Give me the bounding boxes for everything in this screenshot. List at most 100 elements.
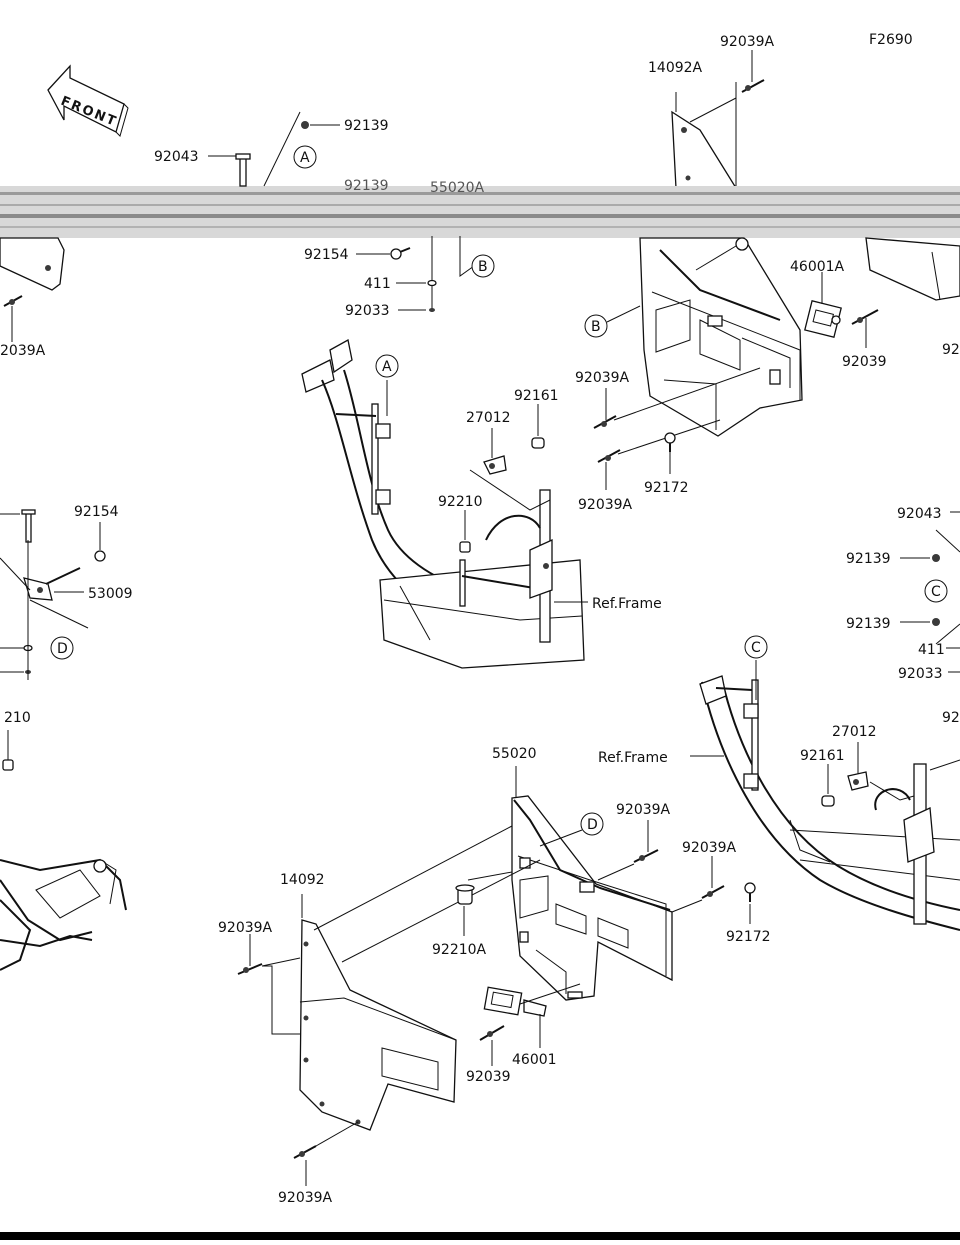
trim-panel-14092 bbox=[299, 919, 457, 1131]
pin-92039A-bot1 bbox=[633, 849, 659, 863]
callout-C bbox=[924, 579, 948, 603]
callout-C2 bbox=[744, 635, 768, 659]
nut-92033 bbox=[429, 308, 435, 312]
frame-left-lower bbox=[0, 858, 127, 971]
frame-center bbox=[301, 338, 585, 669]
label-92139-c2: 92139 bbox=[846, 616, 891, 632]
figure-code: F2690 bbox=[869, 32, 913, 48]
clip-27012 bbox=[483, 455, 507, 475]
label-92-right2: 92 bbox=[942, 710, 960, 726]
pin-92039 bbox=[851, 309, 879, 325]
callout-D-letter: D bbox=[57, 641, 68, 657]
label-92161: 92161 bbox=[514, 388, 559, 404]
label-2039A: 2039A bbox=[0, 343, 46, 359]
label-46001A: 46001A bbox=[790, 259, 845, 275]
clip-92172 bbox=[664, 432, 676, 452]
ref-frame-label: Ref.Frame bbox=[592, 596, 662, 612]
label-411: 411 bbox=[364, 276, 391, 292]
washer-411 bbox=[427, 279, 437, 287]
label-92154: 92154 bbox=[304, 247, 349, 263]
label-92039A-bot4: 92039A bbox=[278, 1190, 333, 1206]
scan-noise-band bbox=[0, 186, 960, 238]
pin-left bbox=[3, 295, 23, 307]
label-210: 210 bbox=[4, 710, 31, 726]
nut-92139 bbox=[301, 121, 309, 129]
label-92033: 92033 bbox=[345, 303, 390, 319]
pin-92039A-bot3 bbox=[237, 963, 263, 975]
label-46001: 46001 bbox=[512, 1052, 557, 1068]
callout-B2 bbox=[584, 314, 608, 338]
screw-92154 bbox=[390, 247, 411, 260]
label-92043-right: 92043 bbox=[897, 506, 942, 522]
callout-D bbox=[50, 636, 74, 660]
bolt-92043 bbox=[235, 153, 251, 187]
label-92039-bot: 92039 bbox=[466, 1069, 511, 1085]
left-panel-fragment bbox=[0, 237, 65, 291]
pin-92039A-top bbox=[741, 79, 765, 93]
label-411-right: 411 bbox=[918, 642, 945, 658]
callout-B bbox=[471, 254, 495, 278]
left-bracket-assembly bbox=[21, 509, 106, 674]
callout-C-letter: C bbox=[931, 584, 941, 600]
label-92139: 92139 bbox=[344, 118, 389, 134]
grommet-92210A bbox=[455, 884, 475, 905]
label-92039A-mid1: 92039A bbox=[575, 370, 630, 386]
label-27012-right: 27012 bbox=[832, 724, 877, 740]
label-92039A-bot1: 92039A bbox=[616, 802, 671, 818]
nut-92139-c1 bbox=[932, 554, 940, 562]
pin-92039A-mid1 bbox=[593, 415, 617, 429]
clip-92172-bot bbox=[744, 882, 756, 902]
label-92172-bot: 92172 bbox=[726, 929, 771, 945]
label-92039A-mid2: 92039A bbox=[578, 497, 633, 513]
label-14092A: 14092A bbox=[648, 60, 703, 76]
label-27012: 27012 bbox=[466, 410, 511, 426]
label-92-right: 92 bbox=[942, 342, 960, 358]
bottom-border-bar bbox=[0, 1232, 960, 1240]
front-arrow: FRONT bbox=[47, 64, 129, 137]
label-92210A: 92210A bbox=[432, 942, 487, 958]
callout-A bbox=[293, 145, 317, 169]
clip-27012-right bbox=[847, 771, 869, 791]
pin-92039A-bot4 bbox=[293, 1145, 317, 1159]
door-panel-55020 bbox=[511, 795, 673, 1001]
label-55020: 55020 bbox=[492, 746, 537, 762]
callout-A-letter: A bbox=[300, 150, 310, 166]
callout-A2 bbox=[375, 354, 399, 378]
pin-92039A-bot2 bbox=[701, 885, 725, 899]
label-92039A-bot2: 92039A bbox=[682, 840, 737, 856]
label-92039A-bot3: 92039A bbox=[218, 920, 273, 936]
grommet-left bbox=[2, 759, 14, 771]
latch-46001A bbox=[804, 300, 842, 338]
ref-frame-label-2: Ref.Frame bbox=[598, 750, 668, 766]
pin-92039-bot bbox=[479, 1025, 505, 1041]
label-92210: 92210 bbox=[438, 494, 483, 510]
nut-92139-c2 bbox=[932, 618, 940, 626]
label-14092: 14092 bbox=[280, 872, 325, 888]
label-92172: 92172 bbox=[644, 480, 689, 496]
callout-D2 bbox=[580, 812, 604, 836]
label-92161-right: 92161 bbox=[800, 748, 845, 764]
label-92039: 92039 bbox=[842, 354, 887, 370]
callout-D2-letter: D bbox=[587, 817, 598, 833]
door-panel-upper-right bbox=[639, 237, 803, 437]
callout-B-letter: B bbox=[478, 259, 488, 275]
label-92043: 92043 bbox=[154, 149, 199, 165]
callout-A2-letter: A bbox=[382, 359, 392, 375]
pin-92039A-mid2 bbox=[597, 449, 621, 463]
panel-14092A bbox=[671, 110, 738, 189]
cap-92161 bbox=[531, 437, 545, 449]
callout-B2-letter: B bbox=[591, 319, 601, 335]
label-92139-c1: 92139 bbox=[846, 551, 891, 567]
callout-C2-letter: C bbox=[751, 640, 761, 656]
label-92139-b: 92139 bbox=[344, 178, 389, 194]
frame-right-lower bbox=[699, 675, 960, 931]
cap-92161-right bbox=[821, 795, 835, 807]
label-53009: 53009 bbox=[88, 586, 133, 602]
grommet-92210 bbox=[459, 541, 471, 553]
label-92033-right: 92033 bbox=[898, 666, 943, 682]
label-55020A: 55020A bbox=[430, 180, 485, 196]
right-panel-fragment bbox=[865, 237, 960, 301]
label-92154-left: 92154 bbox=[74, 504, 119, 520]
